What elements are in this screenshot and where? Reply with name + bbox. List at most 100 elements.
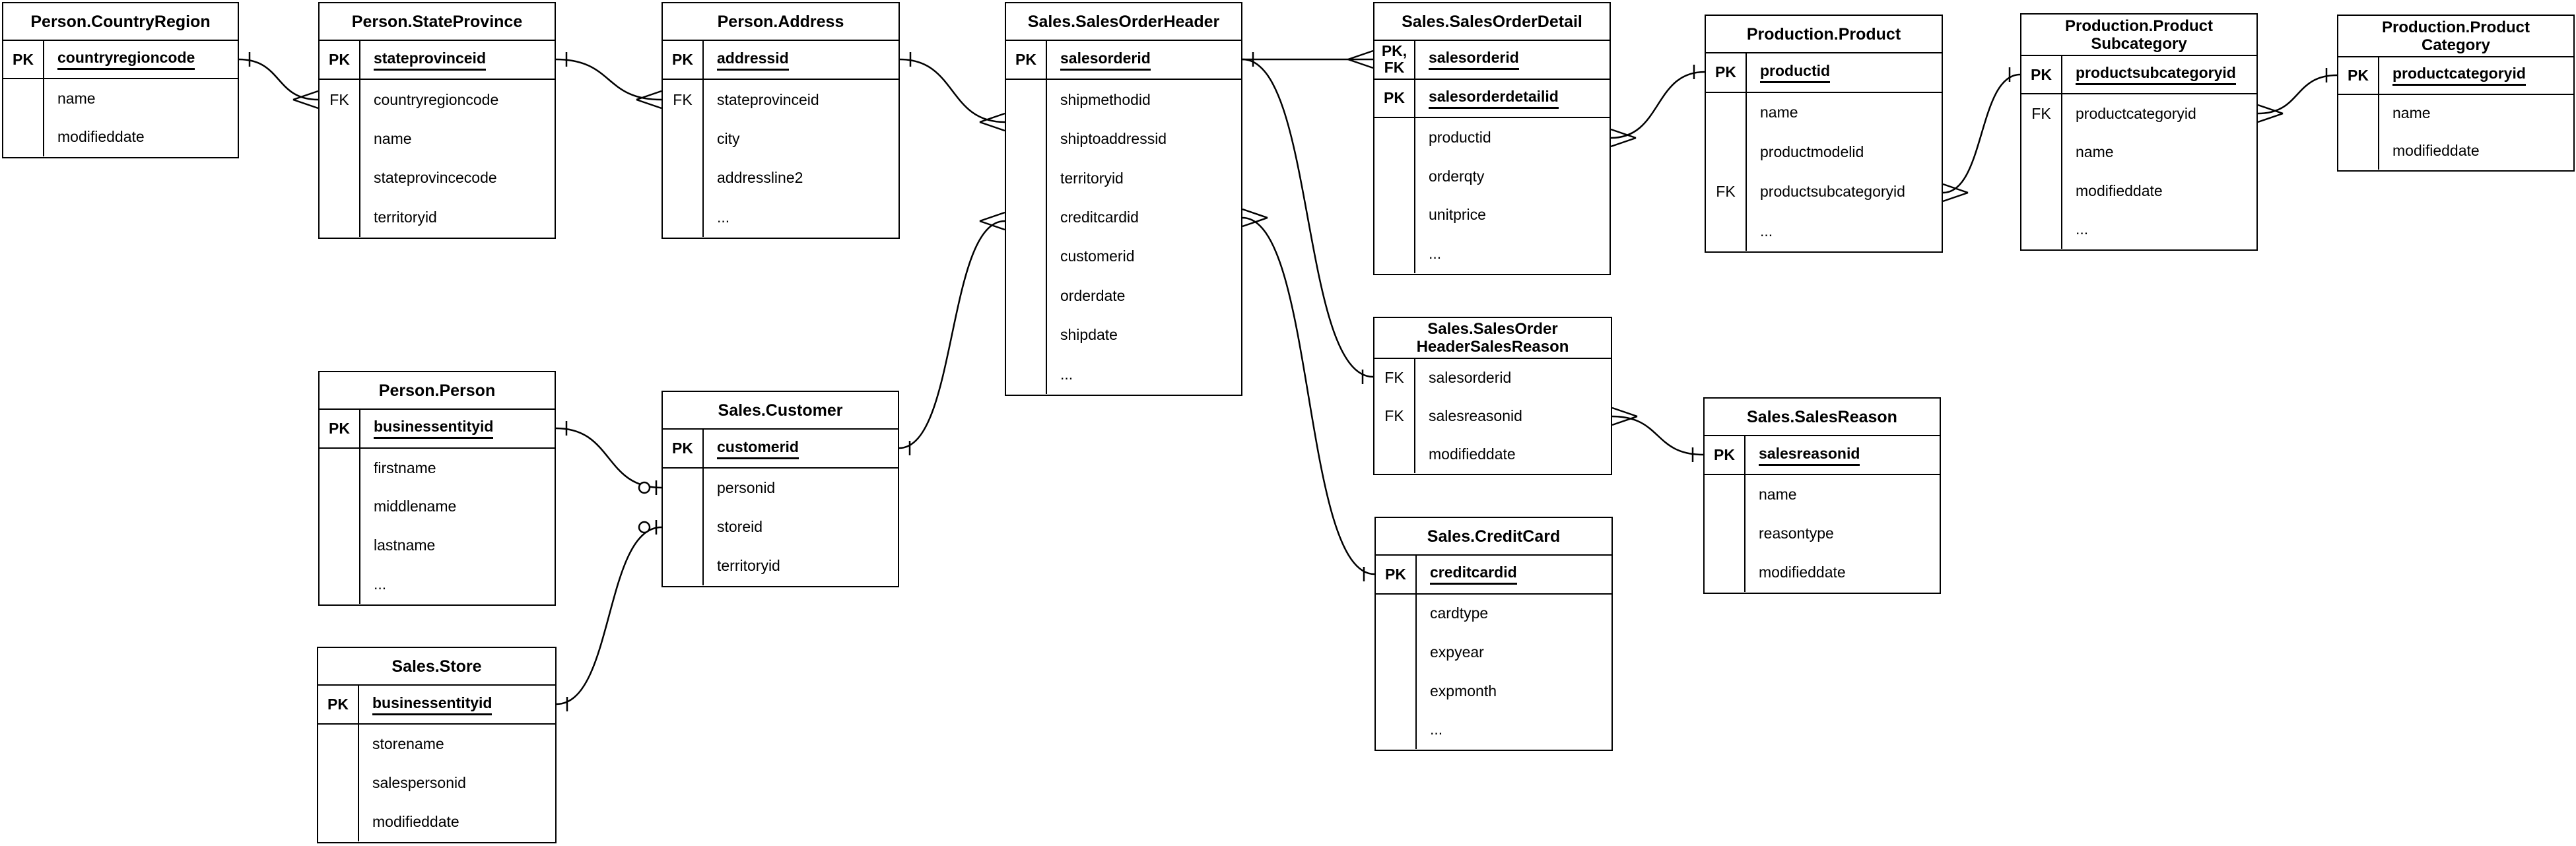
relationship-salesorderheader-salesorderdetail[interactable] [1242,49,1374,69]
table-row[interactable]: name [2338,94,2573,133]
relationship-productsubcategory-productcategory[interactable] [2257,68,2338,123]
table-row[interactable]: reasontype [1705,514,1940,553]
table-row[interactable]: name [3,79,238,118]
table-row[interactable]: personid [663,469,898,507]
relationship-product-productsubcategory[interactable] [1942,67,2021,203]
relationship-line[interactable] [2257,74,2338,115]
table-row[interactable]: creditcardid [1006,197,1241,238]
table-row[interactable]: expmonth [1376,671,1611,711]
table-row[interactable]: modifieddate [1374,435,1611,473]
table-row[interactable]: name [2021,133,2256,172]
table-row[interactable]: ... [1374,234,1610,273]
table-row[interactable]: modifieddate [2021,172,2256,211]
table-row[interactable]: modifieddate [1705,553,1940,592]
table-row[interactable]: ... [1376,710,1611,749]
relationship-line[interactable] [899,58,1005,123]
table-row[interactable]: customerid [1006,237,1241,277]
relationship-salesorderheadersalesreason-salesreason[interactable] [1611,407,1704,462]
table-row[interactable]: unitprice [1374,195,1610,235]
relationship-customer-salesorderheader[interactable] [898,211,1005,455]
table-row[interactable]: middlename [320,487,555,527]
relationship-line[interactable] [1242,216,1375,575]
relationship-salesorderdetail-product[interactable] [1610,65,1705,148]
table-row[interactable]: shipmethodid [1006,80,1241,119]
table-row[interactable]: territoryid [663,546,898,585]
table-row[interactable]: ... [320,565,555,604]
table-row[interactable]: addressline2 [663,158,898,198]
relationship-line[interactable] [555,58,662,101]
relationship-stateprovince-address[interactable] [555,52,662,110]
table-row[interactable]: modifieddate [2338,132,2573,170]
table-row[interactable]: shiptoaddressid [1006,119,1241,159]
table-row[interactable]: territoryid [320,197,555,237]
relationship-line[interactable] [1242,58,1374,378]
table-row[interactable]: firstname [320,448,555,488]
table-row[interactable]: name [1706,92,1942,133]
table-row[interactable]: salespersonid [318,764,555,802]
table-row[interactable]: productmodelid [1706,132,1942,172]
table-row[interactable]: modifieddate [3,117,238,156]
relationship-countryregion-stateprovince[interactable] [238,52,319,110]
table-row[interactable]: territoryid [1006,158,1241,198]
table-row[interactable]: lastname [320,526,555,566]
table-row[interactable]: orderqty [1374,156,1610,196]
relationship-person-customer[interactable] [555,421,662,495]
table-row[interactable]: storeid [663,507,898,546]
relationship-address-salesorderheader[interactable] [899,52,1005,132]
table-row[interactable]: name [1705,475,1940,514]
relationship-salesorderheader-salesorderheadersalesreason[interactable] [1242,58,1374,384]
table-row[interactable]: ... [1706,211,1942,251]
relationship-line[interactable] [1942,73,2021,194]
table-row[interactable]: cardtype [1376,594,1611,634]
table-row[interactable]: expyear [1376,633,1611,672]
table-row[interactable]: shipdate [1006,315,1241,355]
table-row[interactable]: orderdate [1006,276,1241,316]
table-row[interactable]: ... [663,197,898,237]
table-row[interactable]: name [320,119,555,159]
relationship-line[interactable] [556,526,662,705]
relationship-line[interactable] [898,220,1005,449]
table-row[interactable]: modifieddate [318,802,555,841]
relationship-line[interactable] [1611,415,1704,456]
table-row[interactable]: ... [2021,210,2256,249]
relationship-store-customer[interactable] [556,520,662,711]
table-row[interactable]: ... [1006,354,1241,394]
table-row[interactable]: city [663,119,898,159]
relationship-line[interactable] [1610,71,1705,139]
table-row[interactable]: productid [1374,118,1610,157]
table-row[interactable]: storename [318,725,555,764]
relationship-line[interactable] [555,427,662,489]
